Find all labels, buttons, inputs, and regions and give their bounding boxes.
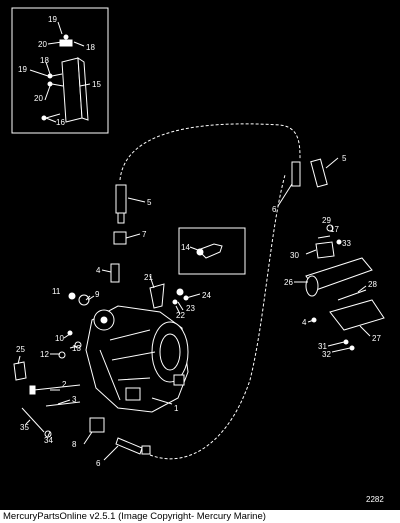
inset-box-bracket bbox=[11, 7, 109, 134]
bracket-27 bbox=[311, 299, 385, 351]
hose-28 bbox=[337, 289, 367, 301]
callout-label: 33 bbox=[342, 239, 351, 248]
callout-label: 17 bbox=[330, 225, 339, 234]
fitting-5-right bbox=[310, 158, 328, 188]
callout-label: 19 bbox=[48, 15, 57, 24]
plug-11-9 bbox=[68, 292, 90, 306]
fittings-10-13-12 bbox=[58, 330, 82, 359]
switch-8 bbox=[89, 417, 105, 433]
callout-label: 30 bbox=[290, 251, 299, 260]
bracket-part bbox=[41, 34, 89, 123]
callout-label: 12 bbox=[40, 350, 49, 359]
fitting-6-top bbox=[291, 161, 301, 187]
callout-label: 29 bbox=[322, 216, 331, 225]
callout-label: 19 bbox=[18, 65, 27, 74]
fitting-4-upper bbox=[110, 263, 120, 283]
callout-leaders bbox=[17, 21, 371, 461]
callout-label: 26 bbox=[284, 278, 293, 287]
callout-label: 32 bbox=[322, 350, 331, 359]
callout-label: 11 bbox=[52, 287, 61, 296]
callout-label: 24 bbox=[202, 291, 211, 300]
callout-label: 3 bbox=[72, 395, 77, 404]
callout-label: 1 bbox=[174, 404, 179, 413]
callout-label: 20 bbox=[34, 94, 43, 103]
callout-label: 23 bbox=[186, 304, 195, 313]
callout-label: 8 bbox=[72, 440, 77, 449]
transmission-housing bbox=[85, 305, 189, 413]
fitting-7 bbox=[113, 231, 127, 245]
callout-label: 31 bbox=[318, 342, 327, 351]
callout-label: 5 bbox=[147, 198, 152, 207]
callout-label: 9 bbox=[95, 290, 100, 299]
elbow-fitting-14 bbox=[196, 243, 223, 259]
hose-route-dashed bbox=[119, 123, 301, 181]
callout-label: 15 bbox=[92, 80, 101, 89]
callout-label: 10 bbox=[55, 334, 64, 343]
cooler-26 bbox=[305, 257, 373, 297]
fitting-5-left bbox=[115, 184, 127, 224]
callout-label: 34 bbox=[44, 436, 53, 445]
callout-label: 4 bbox=[302, 318, 307, 327]
bolt-3 bbox=[45, 401, 81, 407]
callout-labels: 19 18 20 19 18 15 20 16 5 5 6 29 17 30 3… bbox=[16, 15, 381, 468]
callout-label: 22 bbox=[176, 311, 185, 320]
clamp-30-33 bbox=[315, 239, 342, 259]
hose-route-lower-dashed bbox=[149, 174, 286, 460]
stud-35 bbox=[21, 407, 45, 433]
callout-label: 13 bbox=[72, 344, 81, 353]
filter-25 bbox=[13, 361, 27, 381]
callout-label: 27 bbox=[372, 334, 381, 343]
callout-label: 14 bbox=[181, 243, 190, 252]
callout-label: 18 bbox=[86, 43, 95, 52]
callout-label: 7 bbox=[142, 230, 147, 239]
inset-box-14 bbox=[178, 227, 246, 275]
copyright-footer: MercuryPartsOnline v2.5.1 (Image Copyrig… bbox=[0, 510, 400, 523]
callout-label: 18 bbox=[40, 56, 49, 65]
callout-label: 2 bbox=[62, 380, 67, 389]
figure-number: 2282 bbox=[366, 495, 384, 504]
bolt-2 bbox=[29, 384, 81, 395]
callout-label: 5 bbox=[342, 154, 347, 163]
callout-label: 21 bbox=[144, 273, 153, 282]
callout-label: 4 bbox=[96, 266, 101, 275]
callout-label: 20 bbox=[38, 40, 47, 49]
clip-29-17 bbox=[317, 224, 334, 239]
callout-label: 25 bbox=[16, 345, 25, 354]
callout-label: 6 bbox=[96, 459, 101, 468]
callout-label: 35 bbox=[20, 423, 29, 432]
sender-6-bottom bbox=[115, 437, 151, 455]
callout-label: 6 bbox=[272, 205, 277, 214]
callout-label: 28 bbox=[368, 280, 377, 289]
callout-label: 16 bbox=[56, 118, 65, 127]
exploded-parts-diagram: 19 18 20 19 18 15 20 16 5 5 6 29 17 30 3… bbox=[11, 7, 385, 504]
